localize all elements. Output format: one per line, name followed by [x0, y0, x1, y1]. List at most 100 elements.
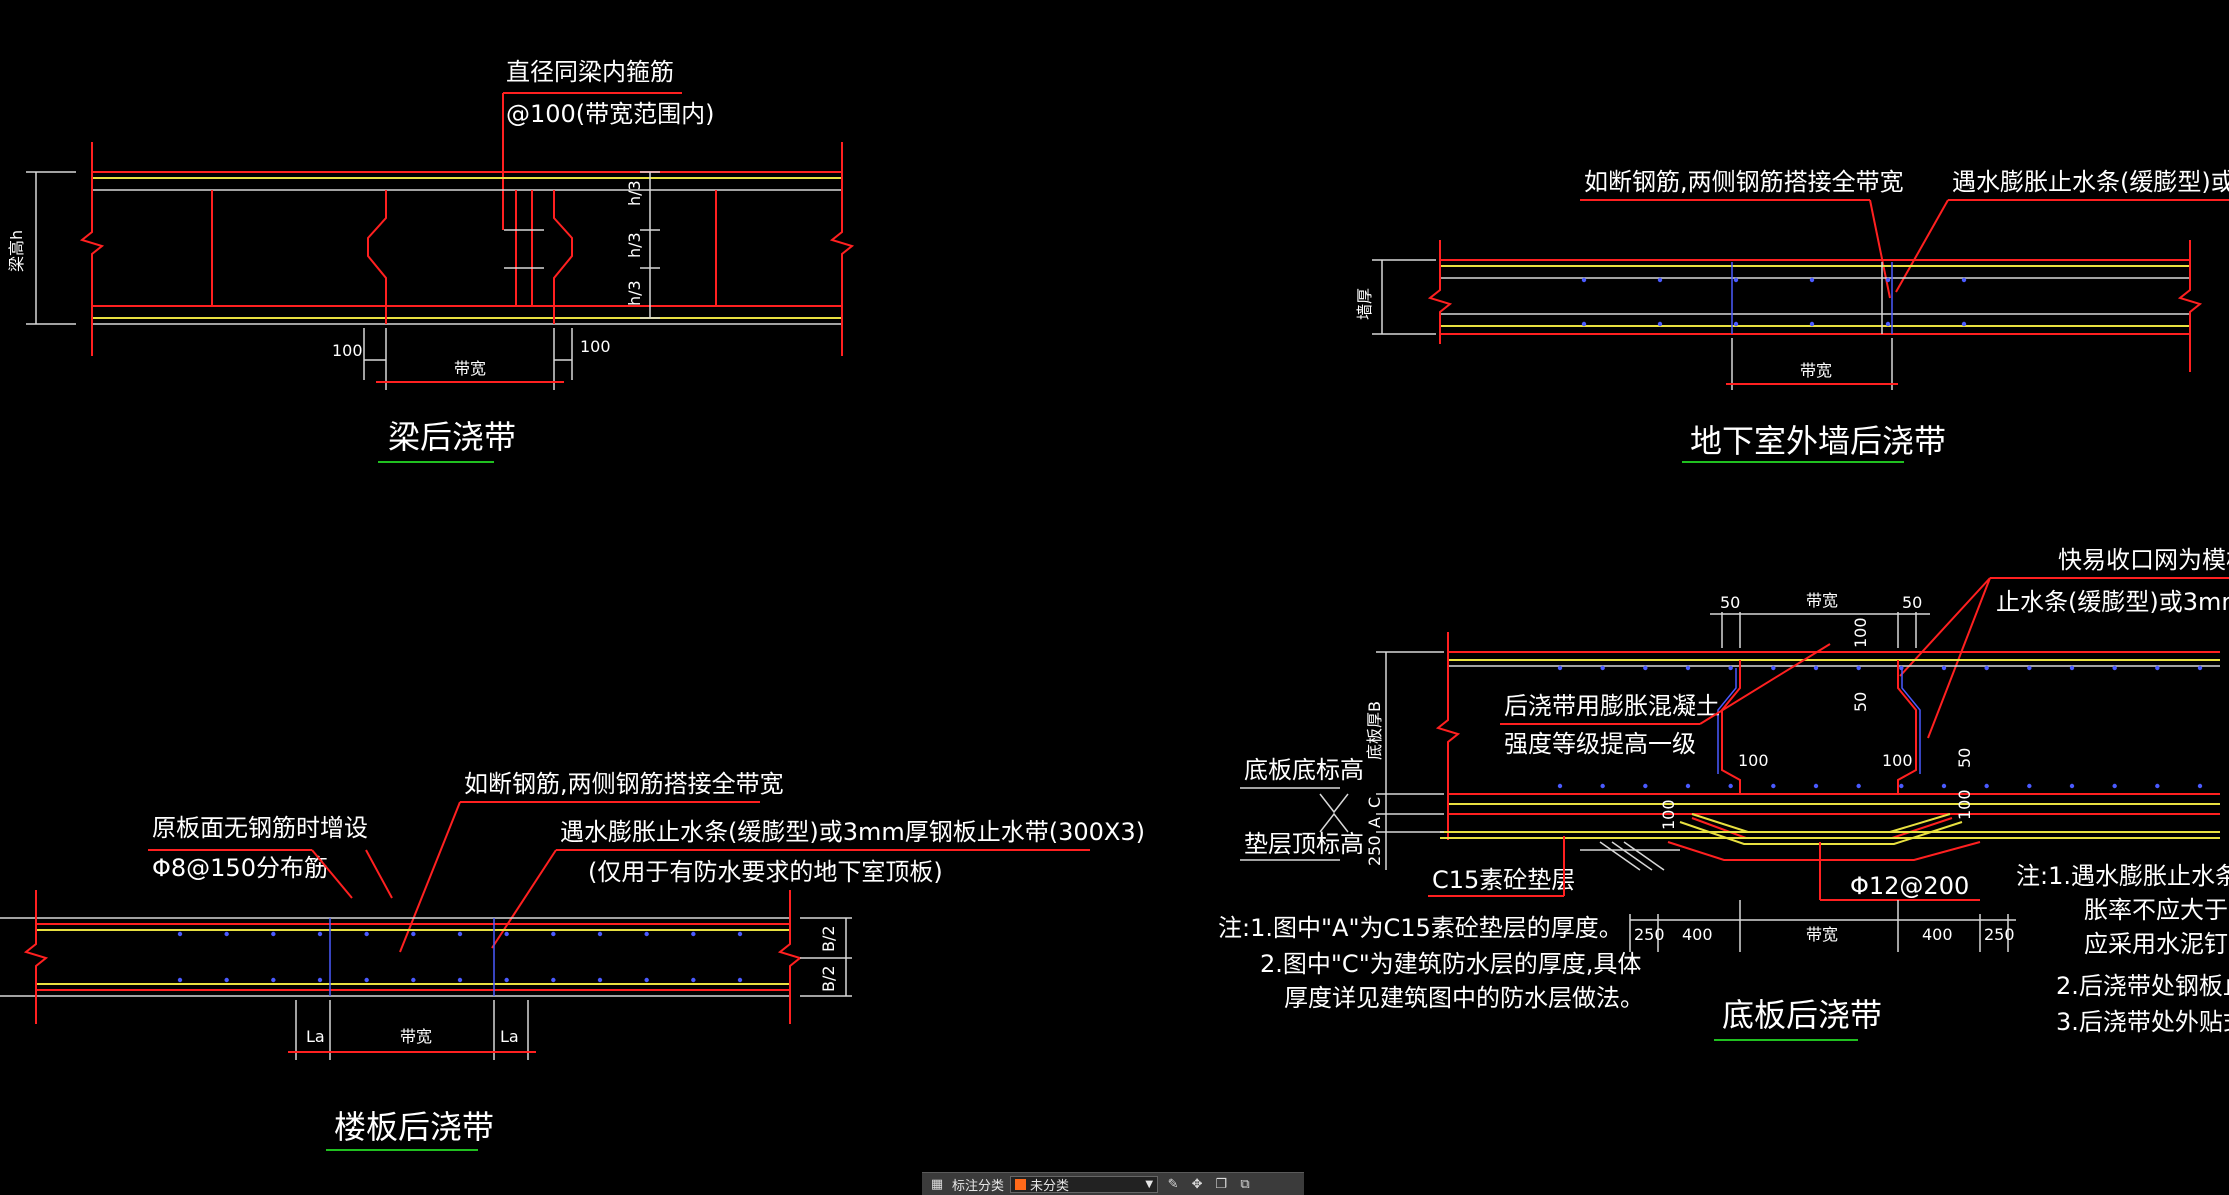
base-rebar: Φ12@200 [1850, 872, 1969, 900]
rebar-dot [271, 977, 276, 983]
base-note-concrete-line2: 强度等级提高一级 [1504, 730, 1696, 758]
base-dim-50-vert: 50 [1851, 692, 1870, 712]
rebar-dot [691, 977, 696, 983]
rebar-dot [1643, 665, 1648, 671]
rebar-dot [1941, 665, 1947, 671]
base-note-right-4: 2.后浇带处钢板止水带做 [2056, 972, 2229, 1000]
copy-icon[interactable]: ❐ [1215, 1176, 1227, 1192]
toolbar-label: 标注分类 [952, 1178, 1005, 1194]
rebar-dot [2155, 783, 2160, 789]
base-cushion-top: 垫层顶标高 [1244, 830, 1364, 858]
rebar-dot [2197, 783, 2203, 789]
base-dim-400-left: 400 [1682, 925, 1713, 944]
base-bottom-elev: 底板底标高 [1244, 756, 1364, 784]
slab-note-waterstop-line2: (仅用于有防水要求的地下室顶板) [588, 858, 943, 886]
base-title: 底板后浇带 [1722, 996, 1882, 1034]
rebar-dot [224, 977, 229, 983]
rebar-dot [1643, 783, 1648, 789]
slab-la-right: La [500, 1027, 519, 1046]
rebar-dot [1600, 665, 1605, 671]
wall-thickness-label: 墙厚 [1355, 288, 1374, 320]
rebar-dot [1557, 783, 1563, 789]
wall-post-cast-strip-detail: 如断钢筋,两侧钢筋搭接全带宽 遇水膨胀止水条(缓膨型)或3mm厚钢板 墙厚 带宽… [1355, 168, 2229, 463]
base-dim-400-right: 400 [1922, 925, 1953, 944]
rebar-dot [551, 931, 556, 937]
base-dim-50-right: 50 [1902, 593, 1922, 612]
chevron-down-icon: ▼ [1145, 1178, 1154, 1190]
base-note-concrete-line1: 后浇带用膨胀混凝土 [1504, 692, 1720, 720]
beam-dim-100-left: 100 [332, 341, 363, 360]
rebar-dot [1899, 665, 1904, 671]
beam-height-label: 梁高h [7, 230, 26, 272]
rebar-dot [2155, 665, 2160, 671]
beam-post-cast-strip-detail: 直径同梁内箍筋 @100(带宽范围内) h/3 h/3 h/3 [7, 58, 855, 463]
rebar-dot [504, 977, 509, 983]
rebar-dot [2027, 783, 2032, 789]
rebar-dot [177, 977, 183, 983]
base-band-width-bottom: 带宽 [1806, 925, 1838, 944]
rebar-dot [1733, 321, 1739, 327]
rebar-dot [1771, 665, 1776, 671]
base-dim-100-inner-left: 100 [1738, 751, 1769, 770]
base-dim-100-inner-right: 100 [1882, 751, 1913, 770]
rebar-dot [597, 931, 603, 937]
rebar-dots [177, 277, 2203, 983]
base-band-width-top: 带宽 [1806, 591, 1838, 610]
rebar-dot [1813, 665, 1819, 671]
rebar-dot [1600, 783, 1605, 789]
base-note-right-2: 胀率不应大于最终膨胀 [2084, 896, 2229, 924]
rebar-dot [457, 977, 463, 983]
rebar-dot [691, 931, 696, 937]
rebar-dot [504, 931, 509, 937]
rebar-dot [1885, 277, 1891, 283]
annotation-toolbar: ▦ 标注分类 未分类 ▼ ✎ ✥ ❐ ⧉ [922, 1172, 1304, 1195]
rebar-dot [317, 931, 323, 937]
rebar-dot [737, 977, 743, 983]
slab-note-top-line1: 原板面无钢筋时增设 [152, 814, 368, 842]
move-icon[interactable]: ✥ [1191, 1176, 1203, 1192]
base-label-c: C [1365, 797, 1384, 808]
wall-note-rebar: 如断钢筋,两侧钢筋搭接全带宽 [1584, 168, 1904, 196]
rebar-dot [1581, 321, 1587, 327]
rebar-dot [1813, 783, 1819, 789]
slab-title: 楼板后浇带 [334, 1108, 494, 1146]
base-note-left-2: 2.图中"C"为建筑防水层的厚度,具体 [1260, 950, 1641, 978]
rebar-dot [1899, 783, 1904, 789]
edit-icon[interactable]: ✎ [1167, 1176, 1179, 1192]
rebar-dot [271, 931, 276, 937]
base-cushion-c15: C15素砼垫层 [1432, 866, 1575, 894]
slab-note-top-line2: Φ8@150分布筋 [152, 854, 328, 882]
rebar-dot [1557, 665, 1563, 671]
rebar-dot [1961, 277, 1967, 283]
rebar-dot [1961, 321, 1967, 327]
slab-post-cast-strip-detail: 如断钢筋,两侧钢筋搭接全带宽 原板面无钢筋时增设 Φ8@150分布筋 遇水膨胀止… [0, 770, 1145, 1151]
category-select[interactable]: 未分类 ▼ [1010, 1175, 1159, 1194]
category-selected: 未分类 [1030, 1178, 1070, 1194]
rebar-dot [1685, 783, 1691, 789]
base-dim-50-side: 50 [1955, 748, 1974, 768]
base-note-left-3: 厚度详见建筑图中的防水层做法。 [1284, 984, 1644, 1012]
paste-icon[interactable]: ⧉ [1240, 1176, 1250, 1192]
base-dim-50-left: 50 [1720, 593, 1740, 612]
base-dim-100-step-left: 100 [1659, 799, 1678, 830]
rebar-dot [1856, 665, 1861, 671]
rebar-dot [364, 977, 369, 983]
rebar-dot [551, 977, 556, 983]
base-dim-250-bl: 250 [1634, 925, 1665, 944]
slab-note-rebar: 如断钢筋,两侧钢筋搭接全带宽 [464, 770, 784, 798]
slab-half-b-lower: B/2 [819, 965, 838, 992]
rebar-dot [1733, 277, 1739, 283]
slab-half-b-upper: B/2 [819, 925, 838, 952]
rebar-dot [364, 931, 369, 937]
rebar-dot [1685, 665, 1691, 671]
rebar-dot [1771, 783, 1776, 789]
grid-icon[interactable]: ▦ [930, 1176, 944, 1192]
rebar-dot [177, 931, 183, 937]
base-note-formwork-line2: 止水条(缓膨型)或3mm厚钢板止 [1996, 588, 2229, 616]
rebar-dot [224, 931, 229, 937]
rebar-dot [1657, 321, 1663, 327]
rebar-dot [2027, 665, 2032, 671]
rebar-dot [737, 931, 743, 937]
rebar-dot [2069, 783, 2075, 789]
